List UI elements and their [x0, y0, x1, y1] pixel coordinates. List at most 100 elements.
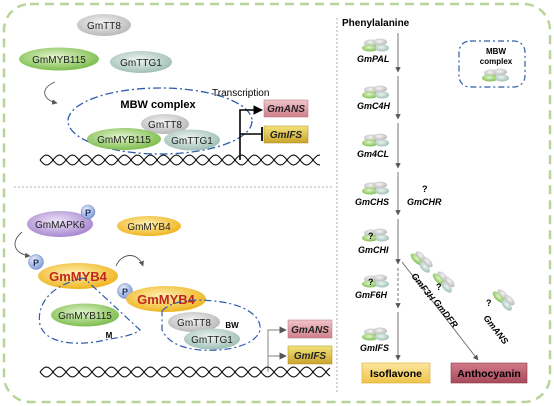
mbw-glyph	[362, 274, 389, 288]
glyph-tt8	[422, 256, 433, 268]
dna-strand	[39, 366, 331, 378]
glyph-tt8	[373, 133, 387, 141]
isoflavone-label: Isoflavone	[370, 368, 422, 380]
glyph-tt8	[373, 274, 387, 282]
mbw-legend-label-2: complex	[480, 57, 513, 66]
gmmyb115-protein-free	[19, 47, 99, 71]
gmchr-label: GmCHR	[407, 197, 442, 207]
phospho-label-1: P	[85, 208, 91, 218]
mbw-complex-outline	[67, 87, 253, 155]
m-label: M	[106, 331, 113, 340]
gmifs-label-top: GmIFS	[270, 130, 303, 141]
glyph-ttg1	[441, 282, 452, 293]
gmmyb4-label-phospho-1: GmMYB4	[49, 269, 108, 284]
phospho-circle-1	[80, 204, 96, 220]
glyph-myb	[362, 44, 378, 52]
gmmapk6-protein	[27, 211, 93, 237]
phosphorylation-arrow-1	[14, 231, 31, 259]
gmchi-label: GmCHI	[358, 245, 389, 255]
glyph-myb	[362, 187, 378, 195]
mbw-glyph	[410, 251, 433, 273]
glyph-myb	[362, 91, 378, 99]
gmttg1-label-complex: GmTTG1	[171, 136, 213, 147]
glyph-myb	[432, 273, 445, 286]
mbw-complex-label: MBW complex	[120, 99, 196, 111]
gmmyb115-label-complex: GmMYB115	[97, 135, 151, 146]
mbw-legend-icon	[482, 68, 509, 82]
gmf6h-label: GmF6H	[355, 290, 388, 300]
gmtt8-protein-bottom	[168, 312, 220, 332]
gmttg1-protein-bottom	[184, 328, 240, 350]
gmchs-label: GmCHS	[355, 197, 389, 207]
gmttg1-protein-complex	[164, 129, 220, 151]
glyph-myb	[492, 291, 505, 304]
phospho-label-2: P	[33, 258, 39, 268]
dna-strand	[39, 154, 321, 166]
dna-strand	[39, 154, 321, 166]
gmmyb4-label-phospho-2: GmMYB4	[137, 292, 196, 307]
glyph-ttg1	[375, 234, 389, 242]
translocation-arrow	[115, 255, 144, 267]
gmifs-gene-top	[263, 125, 309, 144]
gmtt8-protein-free	[77, 14, 131, 36]
gmchi-question: ?	[368, 231, 374, 241]
glyph-tt8	[373, 327, 387, 335]
glyph-tt8	[444, 276, 455, 288]
mbw-glyph	[362, 38, 389, 52]
glyph-myb	[362, 280, 378, 288]
gmf6h-question: ?	[368, 277, 374, 287]
transcription-label: Transcription	[212, 88, 269, 99]
gmpal-label: GmPAL	[357, 54, 389, 64]
bottom-panel: GmMAPK6 P GmMYB4 P GmMYB4 P GmMYB4 GmMYB…	[14, 204, 333, 378]
gmdfr-question: ?	[436, 282, 442, 292]
mbw-glyph	[362, 181, 389, 195]
mbw-glyph	[362, 327, 389, 341]
gmmyb4-protein-phospho-2	[126, 286, 206, 312]
glyph-tt8	[493, 68, 507, 76]
mbw-glyph	[482, 68, 509, 82]
glyph-tt8	[373, 38, 387, 46]
gmchr-question: ?	[422, 184, 428, 194]
gmmyb115-label-bottom: GmMYB115	[58, 311, 112, 322]
gmmyb115-protein-complex	[87, 128, 161, 150]
gmmyb4-protein-phospho-1	[38, 263, 118, 289]
mbw-glyph	[492, 289, 515, 311]
gmifs-label-bottom: GmIFS	[294, 351, 327, 362]
dna-helix-bottom	[39, 366, 331, 378]
dna-strand	[39, 366, 331, 378]
m-complex-outline	[38, 277, 141, 344]
glyph-ttg1	[375, 139, 389, 147]
gmmyb4-label-free: GmMYB4	[127, 222, 171, 233]
mbw-glyph	[362, 133, 389, 147]
gmans-gene-bottom	[287, 319, 333, 339]
isoflavone-box	[361, 362, 431, 384]
glyph-ttg1	[375, 280, 389, 288]
glyph-ttg1	[375, 187, 389, 195]
mbw-glyph	[362, 228, 389, 242]
glyph-ttg1	[501, 300, 512, 311]
gmans-label-bottom: GmANS	[291, 325, 329, 336]
glyph-ttg1	[419, 262, 430, 273]
anthocyanin-box	[450, 362, 528, 384]
phospho-label-3: P	[122, 287, 128, 297]
bw-complex-outline	[161, 299, 261, 351]
gmtt8-label-free: GmTT8	[87, 21, 121, 32]
phenylalanine-label: Phenylalanine	[342, 18, 410, 29]
gmifs-gene-bottom	[287, 345, 333, 365]
glyph-myb	[482, 74, 498, 82]
glyph-tt8	[504, 294, 515, 306]
glyph-tt8	[373, 85, 387, 93]
gmifs-pathway-label: GmIFS	[360, 343, 389, 353]
glyph-myb	[410, 253, 423, 266]
gmtt8-label-complex: GmTT8	[148, 120, 182, 131]
glyph-myb	[362, 333, 378, 341]
gmttg1-label-bottom: GmTTG1	[191, 335, 233, 346]
gmmyb115-label-free: GmMYB115	[32, 55, 86, 66]
gmans-pathway-label: GmANS	[481, 313, 510, 346]
mbw-legend-label-1: MBW	[486, 47, 506, 56]
bottom-arrow-gmans	[267, 326, 287, 372]
mbw-glyph	[432, 271, 455, 293]
gmtt8-label-bottom: GmTT8	[177, 318, 211, 329]
gmans-label-top: GmANS	[267, 104, 305, 115]
